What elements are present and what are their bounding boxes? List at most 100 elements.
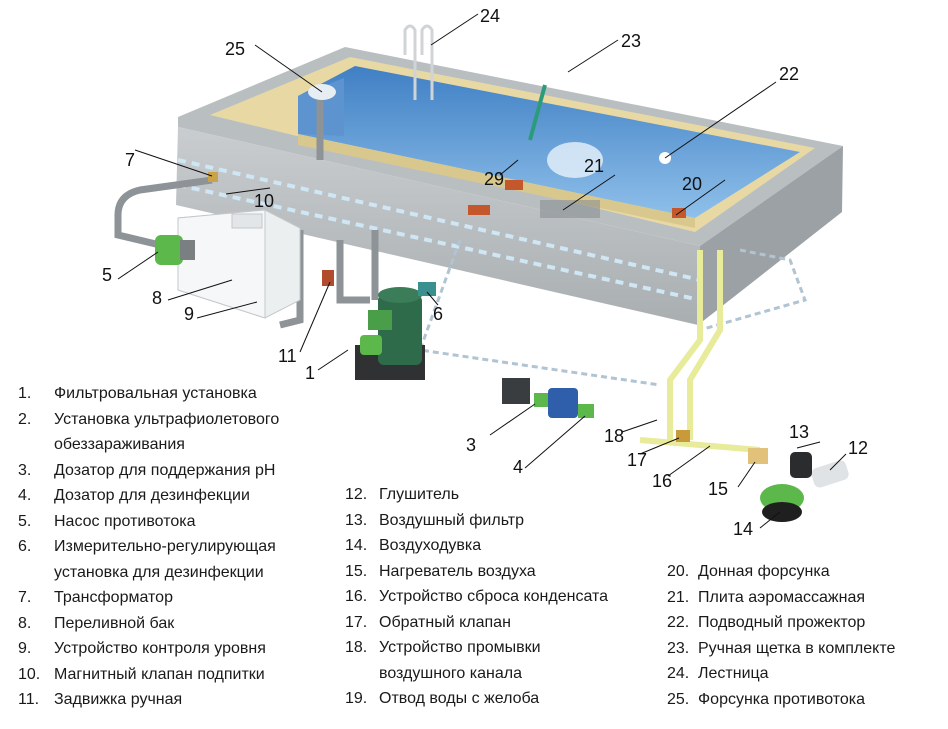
legend-item: 16.Устройство сброса конденсата: [345, 584, 608, 610]
legend-text: обеззараживания: [54, 436, 185, 453]
air-lines: [417, 239, 807, 387]
callout-9: 9: [184, 304, 194, 324]
legend-item: 11.Задвижка ручная: [18, 687, 279, 713]
callout-12: 12: [848, 438, 868, 458]
legend-text: Дозатор для дезинфекции: [54, 487, 250, 504]
legend-item: 13. Воздушный фильтр: [345, 508, 608, 534]
legend-number: 6.: [18, 538, 32, 555]
legend-item: 25.Форсунка противотока: [667, 687, 895, 713]
legend-item: 8. Переливной бак: [18, 611, 279, 637]
legend-text: Магнитный клапан подпитки: [54, 665, 265, 683]
callout-8: 8: [152, 288, 162, 308]
legend-text: Переливной бак: [54, 614, 175, 632]
legend-item: обеззараживания: [18, 432, 279, 458]
legend-number: 23.: [667, 639, 690, 657]
legend-item: 5. Насос противотока: [18, 509, 279, 535]
legend-text: Лестница: [698, 665, 769, 682]
pool-basin: [176, 47, 843, 325]
legend-number: 22.: [667, 614, 690, 631]
legend-item: воздушного канала: [345, 661, 608, 687]
legend-text: Плита аэромассажная: [698, 588, 866, 606]
filter-unit: [355, 287, 425, 380]
legend-item: 6.Измерительно-регулирующая: [18, 534, 279, 560]
legend-item: 10. Магнитный клапан подпитки: [18, 662, 279, 688]
legend-text: Фильтровальная установка: [54, 385, 257, 402]
legend-number: 7.: [18, 589, 32, 606]
legend-item: 22. Подводный прожектор: [667, 610, 895, 636]
legend-item: 19.Отвод воды с желоба: [345, 686, 608, 712]
legend-number: 19.: [345, 690, 368, 707]
legend-number: 16.: [345, 588, 368, 605]
legend-number: 4.: [18, 487, 32, 504]
legend-number: 15.: [345, 562, 368, 580]
legend-number: 5.: [18, 512, 32, 530]
air-duct: [639, 250, 761, 453]
legend-number: 20.: [667, 563, 690, 580]
callout-4: 4: [513, 457, 523, 477]
pool-brush: [528, 84, 547, 141]
legend-text: Насос противотока: [54, 512, 196, 530]
legend-right: 20. Донная форсунка 21. Плита аэромассажная…: [667, 559, 895, 712]
legend-text: Донная форсунка: [698, 563, 830, 580]
transformer: [208, 172, 218, 182]
legend-item: 1.Фильтровальная установка: [18, 381, 279, 407]
legend-item: 7. Трансформатор: [18, 585, 279, 611]
legend-item: 23. Ручная щетка в комплекте: [667, 636, 895, 662]
legend-text: Задвижка ручная: [54, 691, 183, 708]
legend-number: 13.: [345, 511, 368, 529]
nozzle: [505, 180, 523, 190]
legend-text: Нагреватель воздуха: [379, 562, 536, 580]
callout-13: 13: [789, 422, 809, 442]
legend-text: Обратный клапан: [379, 613, 511, 631]
legend-text: Устройство контроля уровня: [54, 640, 266, 657]
legend-item: 4. Дозатор для дезинфекции: [18, 483, 279, 509]
callout-1: 1: [305, 363, 315, 383]
legend-text: Трансформатор: [54, 589, 173, 606]
callout-24: 24: [480, 6, 500, 26]
legend-number: 8.: [18, 614, 32, 632]
legend-text: Дозатор для поддержания pH: [54, 461, 276, 479]
blower-group: [676, 430, 849, 522]
callout-5: 5: [102, 265, 112, 285]
callout-3: 3: [466, 435, 476, 455]
callout-16: 16: [652, 471, 672, 491]
legend-item: 24.Лестница: [667, 661, 895, 687]
legend-number: 21.: [667, 588, 690, 606]
legend-text: установка для дезинфекции: [54, 563, 264, 581]
legend-number: 2.: [18, 410, 32, 428]
legend-item: 15. Нагреватель воздуха: [345, 559, 608, 585]
legend-number: 3.: [18, 461, 32, 479]
legend-text: Ручная щетка в комплекте: [698, 639, 896, 657]
callout-21: 21: [584, 156, 604, 176]
ladder: [403, 24, 434, 100]
legend-text: Подводный прожектор: [698, 614, 866, 631]
callout-22: 22: [779, 64, 799, 84]
counter-current-pump: [155, 235, 195, 265]
legend-text: Глушитель: [379, 486, 460, 503]
dosing-disinfection: [548, 388, 594, 418]
legend-text: Воздушный фильтр: [379, 511, 525, 529]
callout-labels: 24 25 23 22 21 20 29 7 10 5 8 9 11 1 6 3…: [102, 6, 868, 539]
legend-item: 3. Дозатор для поддержания pH: [18, 458, 279, 484]
callout-6: 6: [433, 304, 443, 324]
legend-item: 21. Плита аэромассажная: [667, 585, 895, 611]
callout-23: 23: [621, 31, 641, 51]
callout-20: 20: [682, 174, 702, 194]
legend-item: 9. Устройство контроля уровня: [18, 636, 279, 662]
legend-text: Воздуходувка: [379, 537, 482, 554]
legend-number: 18.: [345, 639, 368, 656]
legend-number: 9.: [18, 640, 32, 657]
legend-item: 2.Установка ультрафиолетового: [18, 407, 279, 433]
legend-number: 10.: [18, 665, 41, 683]
legend-item: установка для дезинфекции: [18, 560, 279, 586]
callout-14: 14: [733, 519, 753, 539]
nozzle: [468, 205, 490, 215]
callout-11: 11: [278, 346, 297, 366]
legend-item: 17.Обратный клапан: [345, 610, 608, 636]
legend-text: Форсунка противотока: [698, 690, 866, 708]
legend-text: воздушного канала: [379, 664, 522, 682]
legend-number: 14.: [345, 537, 368, 554]
